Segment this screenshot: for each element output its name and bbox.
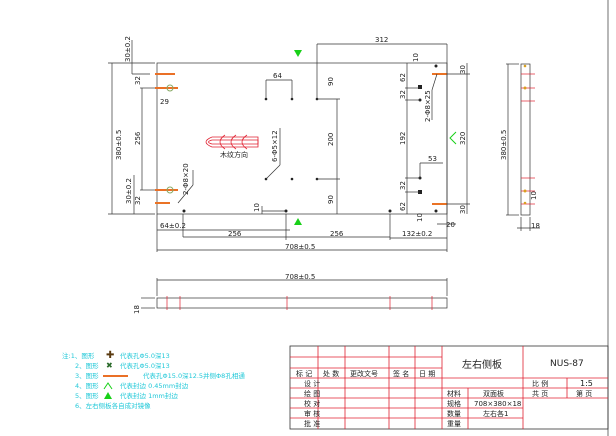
dimensions-d30c: 30: [459, 65, 467, 74]
dimensions-w708: 708±0.5: [285, 243, 315, 251]
title_block-weight_label: 重量: [447, 420, 461, 428]
dimensions-d10c: 10: [416, 213, 424, 222]
dimensions-d32a: 32: [134, 76, 142, 85]
title_block-scale: 1:5: [580, 379, 593, 388]
dimensions-d256v: 256: [134, 131, 142, 145]
notes-2: 2、图形: [75, 362, 99, 370]
dimensions-d256b: 256: [330, 230, 344, 238]
dimension-texts: 312 30±0.2 380±0.5 32 29 256 30±0.2 32 6…: [115, 36, 467, 251]
dimensions-h380: 380±0.5: [115, 130, 123, 160]
title_block-scale_label: 比 例: [532, 379, 548, 388]
dimensions-d10b: 10: [412, 53, 420, 62]
dimension-lines: [108, 40, 470, 252]
drawing-title: 左右侧板: [462, 358, 502, 371]
dimensions-d29: 29: [160, 98, 169, 106]
dimensions-d32d: 32: [399, 181, 407, 190]
dimensions-d30d: 30: [459, 205, 467, 214]
title_block-design: 设 计: [304, 379, 320, 388]
hole-plus-icon: ✚: [106, 350, 114, 361]
front-view: 木纹方向: [155, 50, 457, 225]
notes-8: 5、图形: [75, 392, 99, 400]
notes-3: 代表孔Φ5.0深13: [120, 361, 170, 370]
title_block-page: 第 页: [576, 389, 592, 398]
title_block-h_doc: 更改文号: [350, 369, 378, 378]
title_block-check: 校 对: [304, 399, 320, 408]
edge-band-thin-icon: [103, 382, 113, 390]
dimensions-d200: 200: [327, 133, 335, 146]
dimensions-d256a: 256: [228, 230, 242, 238]
title_block-review: 审 核: [304, 409, 320, 418]
dimensions-side_h: 380±0.5: [500, 130, 508, 160]
dimensions-d62a: 62: [399, 73, 407, 82]
notes: 注:1、图形 ✚ 代表孔Φ5.0深13 2、图形 ✖ 代表孔Φ5.0深13 3、…: [62, 350, 245, 410]
dimensions-side_10: 10: [530, 191, 538, 200]
notes-5: 代表孔Φ15.0深12.5并侧Φ8孔相通: [143, 371, 245, 380]
dimensions-width_top: 312: [375, 36, 388, 44]
dimensions-holes2b: 2-Φ8×25: [424, 90, 432, 122]
dimensions-d32b: 32: [134, 196, 142, 205]
dimensions-d90a: 90: [327, 77, 335, 86]
drawing-code: NUS-87: [550, 359, 584, 369]
title_block-total_pages: 共 页: [532, 389, 548, 398]
side-view: 380±0.5 10 18: [500, 63, 540, 231]
title_block-h_mark: 标 记: [296, 369, 312, 378]
dimensions-holes2a: 2-Φ8×20: [182, 163, 190, 195]
dimensions-d10a: 10: [253, 203, 261, 212]
dimensions-d20: 20: [446, 221, 455, 229]
bottom-view: 708±0.5 18: [133, 273, 448, 314]
dimensions-d64b: 64±0.2: [160, 222, 186, 230]
dimensions-d32c: 32: [399, 90, 407, 99]
dimensions-t30a: 30±0.2: [124, 36, 132, 62]
grain-label: 木纹方向: [220, 150, 248, 159]
dimensions-side_18: 18: [531, 222, 540, 230]
notes-0: 注:1、图形: [62, 351, 95, 360]
dimensions-d132: 132±0.2: [402, 230, 432, 238]
edge-band-1mm-marker-bottom: [294, 218, 302, 225]
title_block-draw: 绘 图: [304, 389, 320, 398]
dimensions-t30b: 30±0.2: [125, 178, 133, 204]
dimensions-t18: 18: [133, 305, 141, 314]
notes-1: 代表孔Φ5.0深13: [120, 351, 170, 360]
edge-band-045-marker: [449, 131, 457, 145]
title_block-h_date: 日 期: [419, 370, 435, 378]
title_block-spec: 708×380×18: [474, 400, 521, 408]
notes-4: 3、图形: [75, 372, 99, 380]
grain-direction-icon: [205, 134, 259, 150]
notes-6: 4、图形: [75, 382, 99, 390]
notes-7: 代表封边 0.45mm封边: [120, 381, 189, 390]
title_block-material_label: 材料: [447, 389, 461, 398]
edge-band-1mm-marker-top: [294, 50, 302, 57]
dimensions-d53: 53: [428, 155, 437, 163]
title_block-qty_label: 数量: [447, 409, 461, 418]
notes-10: 6、左右侧板各自成对镜像: [75, 401, 151, 410]
dimensions-d64: 64: [273, 72, 282, 80]
notes-9: 代表封边 1mm封边: [120, 391, 178, 400]
dimensions-d192: 192: [399, 132, 407, 145]
title_block-material: 双面板: [483, 389, 504, 398]
title_block-qty: 左右各1: [483, 409, 508, 418]
title-block: 左右侧板 NUS-87 标 记 处 数 更改文号 签 名 日 期 设 计 绘 图…: [289, 345, 609, 430]
dimensions-d90b: 90: [327, 195, 335, 204]
title_block-h_sign: 签 名: [393, 369, 409, 378]
title_block-spec_label: 规格: [447, 399, 461, 408]
dimensions-d62b: 62: [399, 202, 407, 211]
dimensions-d320: 320: [459, 132, 467, 145]
title_block-approve: 批 准: [304, 419, 320, 428]
edge-band-thick-icon: [104, 392, 112, 399]
dimensions-w708b: 708±0.5: [285, 273, 315, 281]
title_block-h_count: 处 数: [323, 369, 339, 378]
hole-x-icon: ✖: [106, 361, 113, 370]
dimensions-holes6: 6-Φ5×12: [271, 130, 279, 162]
